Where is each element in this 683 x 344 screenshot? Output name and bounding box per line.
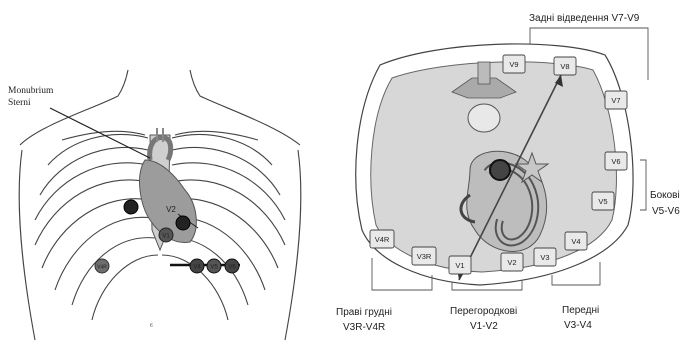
lead-box-v1: V1 [449,256,471,274]
svg-text:V5: V5 [210,265,218,271]
lateral-leads-label-2: V5-V6 [652,206,680,217]
svg-text:V8: V8 [560,62,569,71]
electrode-v3: V3 [176,216,190,230]
posterior-leads-label: Задні відведення V7-V9 [529,13,640,24]
electrode-v2: V2 [166,205,176,214]
manubrium-label: Monubrium [8,86,54,96]
electrode-v4r: V4R [95,259,109,273]
lead-box-v7: V7 [605,91,627,109]
svg-text:V3R: V3R [126,206,136,212]
electrode-v5: V5 [207,259,221,273]
lead-box-v6: V6 [605,152,627,170]
right-chest-leads-label-2: V3R-V4R [343,322,385,333]
lead-box-v3: V3 [534,248,556,266]
lead-box-v3r: V3R [412,247,436,265]
electrode-v1: V1 [159,228,173,242]
right-chest-leads-label-1: Праві грудні [336,307,392,318]
svg-text:V5: V5 [598,197,607,206]
svg-text:V1: V1 [455,261,464,270]
transverse-section-diagram: V9 V8 V7 V6 V5 V4 V3 V2 [336,13,680,333]
svg-text:V6: V6 [228,265,236,271]
lead-box-v4r: V4R [370,230,394,248]
septal-leads-label-1: Перегородкові [450,306,517,317]
svg-text:V4: V4 [193,265,201,271]
rib-cage-diagram: Monubrium Sterni V4R V3R V2 V1 V3 V4 [8,70,301,340]
svg-text:V4: V4 [571,237,580,246]
torso-side-right [285,150,301,340]
svg-text:V4R: V4R [375,235,390,244]
svg-text:V2: V2 [166,205,176,214]
lead-box-v8: V8 [554,57,576,75]
svg-text:V4R: V4R [97,265,107,271]
lead-box-v2: V2 [501,253,523,271]
bracket-lateral [640,160,646,210]
electrode-v4: V4 [190,259,204,273]
svg-text:V7: V7 [611,96,620,105]
lead-box-v4: V4 [565,232,587,250]
svg-text:V6: V6 [611,157,620,166]
svg-text:V3: V3 [179,222,187,228]
sterni-label: Sterni [8,98,31,108]
lead-box-v9: V9 [503,55,525,73]
lateral-leads-label-1: Бокові [650,190,680,201]
svg-text:V3: V3 [540,253,549,262]
septal-leads-label-2: V1-V2 [470,321,498,332]
svg-text:V1: V1 [162,234,170,240]
svg-text:V3R: V3R [417,252,432,261]
svg-text:V9: V9 [509,60,518,69]
svg-text:V2: V2 [507,258,516,267]
electrode-v3r: V3R [124,200,138,214]
lead-box-v5: V5 [592,192,614,210]
anterior-leads-label-2: V3-V4 [564,320,592,331]
navel-mark: ᵋ [150,322,153,333]
anterior-leads-label-1: Передні [562,305,599,316]
electrode-v6: V6 [225,259,239,273]
torso-side-left [19,150,35,340]
torso-outline [20,70,300,145]
ribs-left [35,134,158,320]
